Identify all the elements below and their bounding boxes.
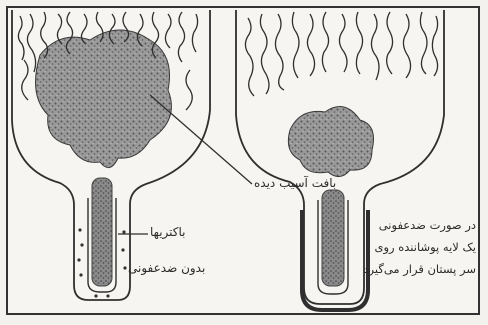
label-no-disinfection: بدون ضدعفونی bbox=[128, 261, 205, 275]
disinfection-line-1: در صورت ضدعفونی bbox=[370, 214, 476, 236]
right-teat-inner bbox=[322, 190, 344, 286]
right-gland-tissue bbox=[288, 107, 373, 177]
disinfection-line-2: یک لایه پوشاننده روی bbox=[370, 236, 476, 258]
label-with-disinfection: در صورت ضدعفونی یک لایه پوشاننده روی سر … bbox=[370, 214, 476, 280]
label-damaged-tissue: بافت آسیب دیده bbox=[254, 176, 336, 190]
label-bacteria: باکتریها bbox=[150, 225, 185, 239]
left-damaged-tissue bbox=[36, 30, 172, 168]
disinfection-line-3: سر پستان قرار می‌گیرد bbox=[370, 258, 476, 280]
right-milk-ducts bbox=[245, 12, 437, 96]
left-teat-bacteria bbox=[92, 178, 112, 286]
